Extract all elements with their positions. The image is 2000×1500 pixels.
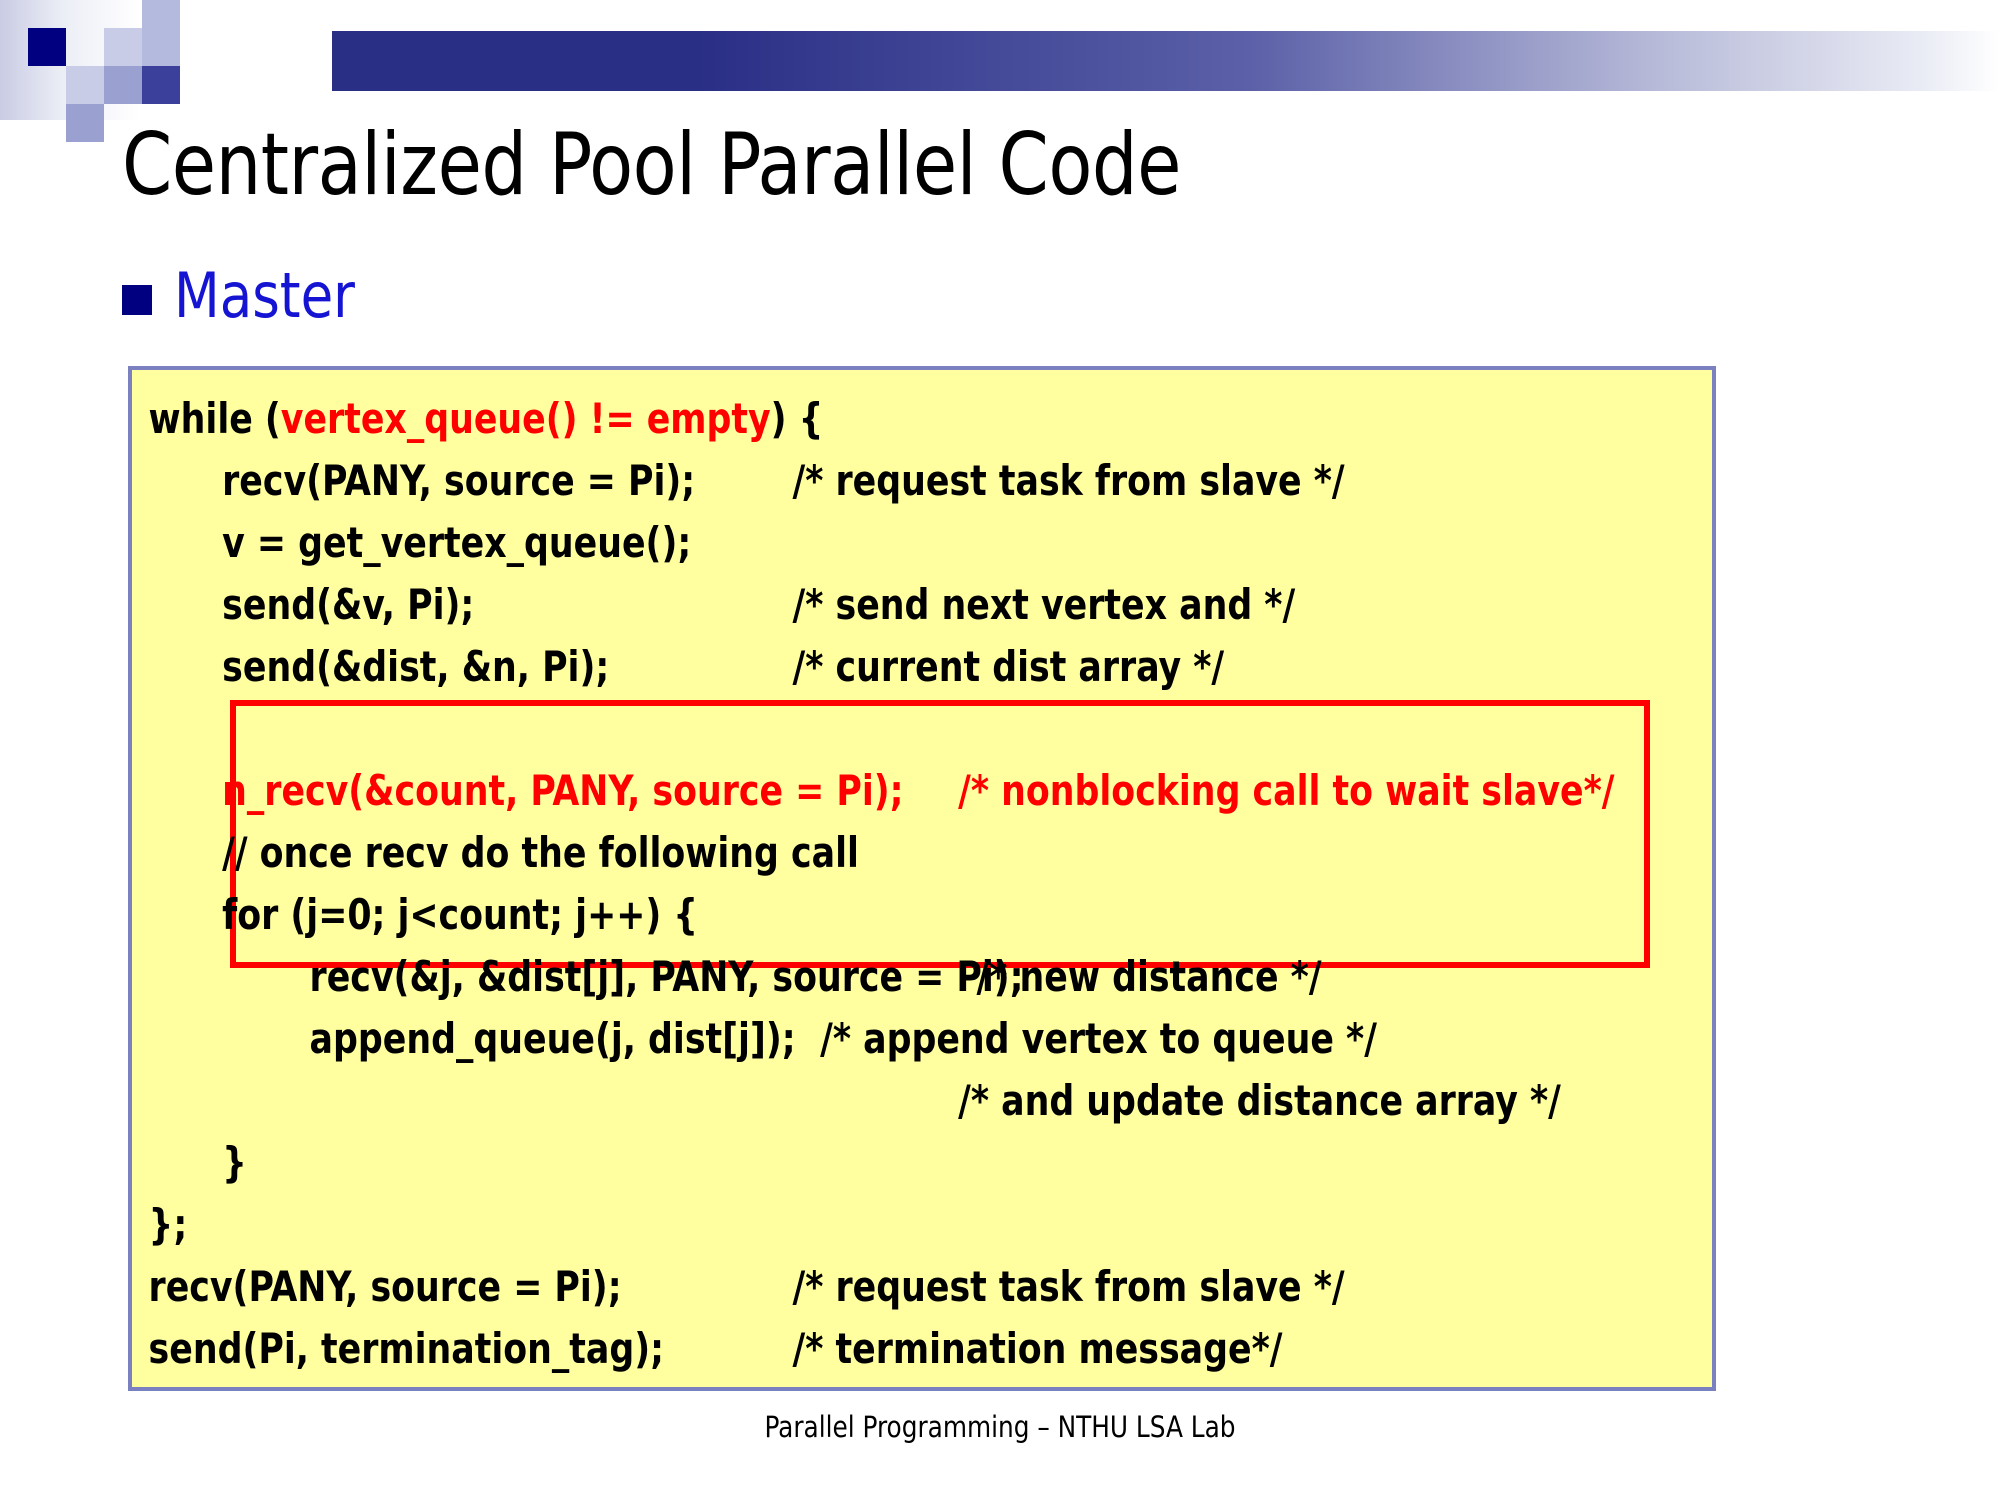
code-block-content: while (vertex_queue() != empty) {recv(PA… — [132, 370, 1712, 1387]
code-line: send(&dist, &n, Pi); /* current dist arra… — [132, 636, 1586, 698]
code-segment: ) { — [770, 394, 824, 443]
code-line-comment: /* current dist array */ — [792, 642, 1225, 691]
code-line-text: } — [222, 1138, 247, 1187]
header-square-1 — [66, 66, 104, 104]
code-line-text: recv(&j, &dist[j], PANY, source = Pi); — [309, 952, 1024, 1001]
code-line-text: recv(PANY, source = Pi); — [222, 456, 696, 505]
code-line-comment: /* request task from slave */ — [792, 456, 1345, 505]
header-square-6 — [142, 66, 180, 104]
bullet-square-icon — [122, 285, 152, 315]
code-line-comment: /* append vertex to queue */ — [820, 1014, 1377, 1063]
header-square-4 — [104, 66, 142, 104]
code-line-text: v = get_vertex_queue(); — [222, 518, 692, 567]
code-line: recv(&j, &dist[j], PANY, source = Pi);/*… — [132, 946, 1586, 1008]
code-line-comment: /* termination message*/ — [792, 1324, 1283, 1373]
code-line: } — [132, 1132, 1586, 1194]
slide-header-decoration — [0, 0, 2000, 142]
code-line-comment: /* and update distance array */ — [958, 1076, 1561, 1125]
code-line-text: send(Pi, termination_tag); — [148, 1324, 665, 1373]
code-line-text: send(&v, Pi); — [222, 580, 475, 629]
code-line: send(&v, Pi); /* send next vertex and */ — [132, 574, 1586, 636]
bullet-item-label: Master — [174, 259, 355, 332]
code-line-text: append_queue(j, dist[j]); — [309, 1014, 796, 1063]
header-gradient-bar — [332, 31, 2000, 91]
code-line: append_queue(j, dist[j]); /* append verte… — [132, 1008, 1586, 1070]
code-line: send(Pi, termination_tag); /* termination… — [132, 1318, 1586, 1380]
code-line: // once recv do the following call — [132, 822, 1586, 884]
code-segment: while ( — [148, 394, 281, 443]
code-line-text: n_recv(&count, PANY, source = Pi); — [222, 766, 904, 815]
slide-footer: Parallel Programming – NTHU LSA Lab — [764, 1410, 1236, 1444]
code-line-comment: /* new distance */ — [976, 952, 1322, 1001]
code-line: /* and update distance array */ — [132, 1070, 1586, 1132]
code-line: }; — [132, 1194, 1586, 1256]
code-line: for (j=0; j<count; j++) { — [132, 884, 1586, 946]
header-square-5 — [142, 0, 180, 66]
code-line-text: while (vertex_queue() != empty) { — [149, 388, 824, 450]
code-line: n_recv(&count, PANY, source = Pi); /* non… — [132, 760, 1614, 822]
code-line — [132, 698, 1586, 760]
page-title: Centralized Pool Parallel Code — [122, 115, 1181, 215]
code-line-comment: /* nonblocking call to wait slave*/ — [958, 766, 1615, 815]
code-block-panel: while (vertex_queue() != empty) {recv(PA… — [128, 366, 1716, 1391]
code-line-text: }; — [148, 1200, 188, 1249]
code-line-text: recv(PANY, source = Pi); — [148, 1262, 622, 1311]
header-square-2 — [66, 104, 104, 142]
code-line-text: // once recv do the following call — [222, 828, 859, 877]
code-line: while (vertex_queue() != empty) { — [132, 388, 1586, 450]
header-square-3 — [104, 28, 142, 66]
code-line: v = get_vertex_queue(); — [132, 512, 1586, 574]
code-segment-highlight: vertex_queue() != empty — [280, 394, 771, 443]
code-line: recv(PANY, source = Pi); /* request task … — [132, 450, 1586, 512]
header-square-0 — [28, 28, 66, 66]
code-line: recv(PANY, source = Pi); /* request task … — [132, 1256, 1586, 1318]
bullet-item-master: Master — [122, 265, 364, 327]
code-line-text: for (j=0; j<count; j++) { — [222, 890, 699, 939]
code-line-comment: /* send next vertex and */ — [792, 580, 1296, 629]
code-line-comment: /* request task from slave */ — [792, 1262, 1345, 1311]
code-line-text: send(&dist, &n, Pi); — [222, 642, 610, 691]
